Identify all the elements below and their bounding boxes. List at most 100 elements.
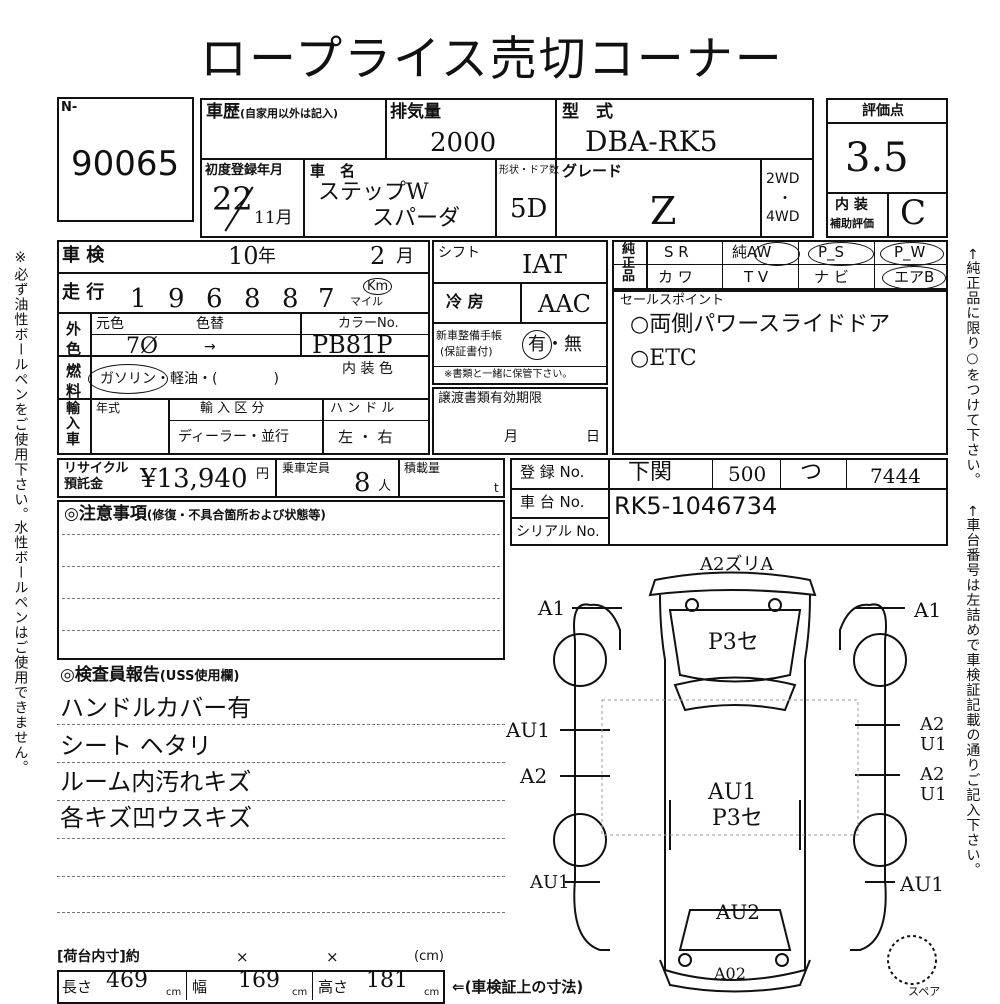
damage-rear: AU2: [716, 900, 761, 924]
length-label: 長さ: [62, 978, 93, 996]
registration-number: 7444: [870, 464, 921, 488]
option-pw-circle: [880, 242, 944, 266]
displacement-value: 2000: [430, 128, 497, 158]
damage-right-front-fender: A1: [914, 598, 942, 622]
chassis-label: 車 台 No.: [520, 493, 585, 511]
sales-point-2: ○ETC: [630, 346, 697, 371]
drive-2wd: 2WD: [766, 171, 800, 187]
import-type-label: 輸 入 区 分: [200, 401, 265, 416]
model-label: 型 式: [562, 102, 613, 122]
registration-no-label: 登 録 No.: [520, 463, 585, 481]
cargo-times-2: ×: [326, 948, 339, 966]
damage-left-front-fender: A1: [538, 596, 566, 620]
length-value: 469: [106, 968, 148, 993]
original-color-label: 元色: [96, 316, 124, 332]
damage-rear-bottom: A02: [714, 964, 746, 983]
damage-left-front-door: AU1: [506, 718, 551, 742]
transfer-label: 譲渡書類有効期限: [438, 391, 543, 406]
height-cm: cm: [424, 987, 440, 998]
recycle-label-1: リサイクル: [64, 461, 129, 476]
history-label: 車歴(自家用以外は記入): [206, 102, 339, 122]
car-damage-diagram: [553, 571, 937, 993]
grade-value: Z: [650, 189, 677, 233]
width-label: 幅: [192, 978, 208, 996]
caution-box: [57, 500, 505, 660]
lot-number: 90065: [71, 144, 180, 184]
damage-right-rear-fender: AU1: [900, 872, 945, 896]
damage-hood: P3セ: [708, 630, 759, 655]
damage-left-rear-door: A2: [520, 764, 548, 788]
inspector-report-line-4: 各キズ凹ウスキズ: [60, 804, 252, 832]
car-name-line-2: スパーダ: [372, 206, 461, 231]
option-ps-circle: [808, 242, 874, 266]
displacement-label: 排気量: [390, 102, 441, 122]
ac-label: 冷 房: [446, 292, 484, 311]
person-unit: 人: [378, 479, 392, 494]
first-registration-month: 11月: [254, 208, 293, 228]
damage-right-front-door-1: A2: [920, 714, 945, 735]
maintenance-label-2: (保証書付): [440, 345, 493, 358]
car-name-line-1: ステップW: [318, 180, 429, 205]
sales-points-label: セールスポイント: [620, 293, 725, 308]
inspection-month-unit: 月: [396, 246, 414, 267]
interior-color-label: 内 装 色: [342, 361, 393, 377]
first-registration-year: 22: [212, 180, 253, 218]
inspection-year-unit: 年: [258, 246, 276, 267]
year-type-label: 年式: [96, 401, 121, 415]
mileage-label: 走 行: [62, 282, 105, 303]
ton-unit: t: [494, 481, 499, 495]
inspection-label: 車 検: [62, 245, 105, 266]
color-no-label: カラーNo.: [338, 316, 399, 331]
inspection-month: 2: [370, 242, 386, 270]
recycle-grid: [57, 458, 505, 498]
shift-value: IAT: [522, 250, 567, 280]
first-registration-label: 初度登録年月: [205, 163, 284, 178]
interior-score-value: C: [900, 193, 927, 233]
mileage-digit: 1: [130, 284, 147, 314]
sales-points-box: [612, 290, 948, 455]
transfer-day: 日: [586, 429, 600, 445]
cargo-cm: (cm): [414, 949, 444, 964]
lot-box: N- 90065: [57, 97, 194, 222]
interior-score-label-2: 補助評価: [830, 217, 874, 230]
inspector-report-line-2: シート ヘタリ: [60, 732, 212, 760]
option-airbag-circle: [882, 266, 946, 290]
damage-right-rear-door-2: U1: [920, 784, 947, 805]
handle-value: 左 ・ 右: [338, 428, 393, 446]
inspector-label: ◎検査員報告(USS使用欄): [60, 665, 240, 685]
inspection-grid: [57, 240, 430, 455]
mileage-digit: 8: [244, 284, 261, 314]
doors-label: 形状・ドア数: [499, 165, 559, 176]
serial-label: シリアル No.: [516, 524, 600, 540]
score-label: 評価点: [862, 103, 904, 119]
damage-right-front-door-2: U1: [920, 734, 947, 755]
mileage-digit: 8: [282, 284, 299, 314]
width-cm: cm: [292, 987, 308, 998]
left-note-oil-pen: ※必ず油性ボールペンをご使用下さい。: [12, 250, 29, 522]
damage-roof-2: P3セ: [712, 806, 763, 831]
height-label: 高さ: [318, 978, 349, 996]
vehicle-info-grid: [200, 98, 814, 238]
doors-value: 5D: [510, 194, 548, 224]
drive-dot: ・: [778, 191, 792, 207]
registration-kana: つ: [800, 460, 823, 485]
right-note-genuine: ←純正品に限り○をつけて下さい。: [964, 248, 981, 488]
option-navi: ナ ビ: [814, 268, 849, 286]
inspector-report-line-3: ルーム内汚れキズ: [60, 768, 252, 796]
caution-label: ◎注意事項(修復・不具合箇所および状態等): [64, 504, 326, 524]
option-sr: S R: [664, 243, 689, 261]
transfer-box: [432, 387, 608, 455]
drive-4wd: 4WD: [766, 209, 800, 225]
grade-label: グレード: [562, 162, 623, 180]
km-unit: Km: [363, 278, 393, 295]
dimension-note: ⇐(車検証上の寸法): [452, 978, 584, 996]
left-note-water-pen: 水性ボールペンはご使用できません。: [12, 520, 29, 775]
inspector-report-line-1: ハンドルカバー有: [60, 694, 252, 722]
interior-score-label-1: 内 装: [835, 197, 868, 213]
damage-left-rear-fender: AU1: [530, 872, 570, 893]
maintenance-note: ※書類と一緒に保管下さい。: [444, 369, 573, 380]
capacity-label: 乗車定員: [282, 461, 331, 475]
right-note-chassis: ←車台番号は左詰めで車検証記載の通りご記入下さい。: [964, 505, 981, 878]
lot-prefix: N-: [61, 100, 78, 115]
registration-grid: [510, 458, 948, 546]
